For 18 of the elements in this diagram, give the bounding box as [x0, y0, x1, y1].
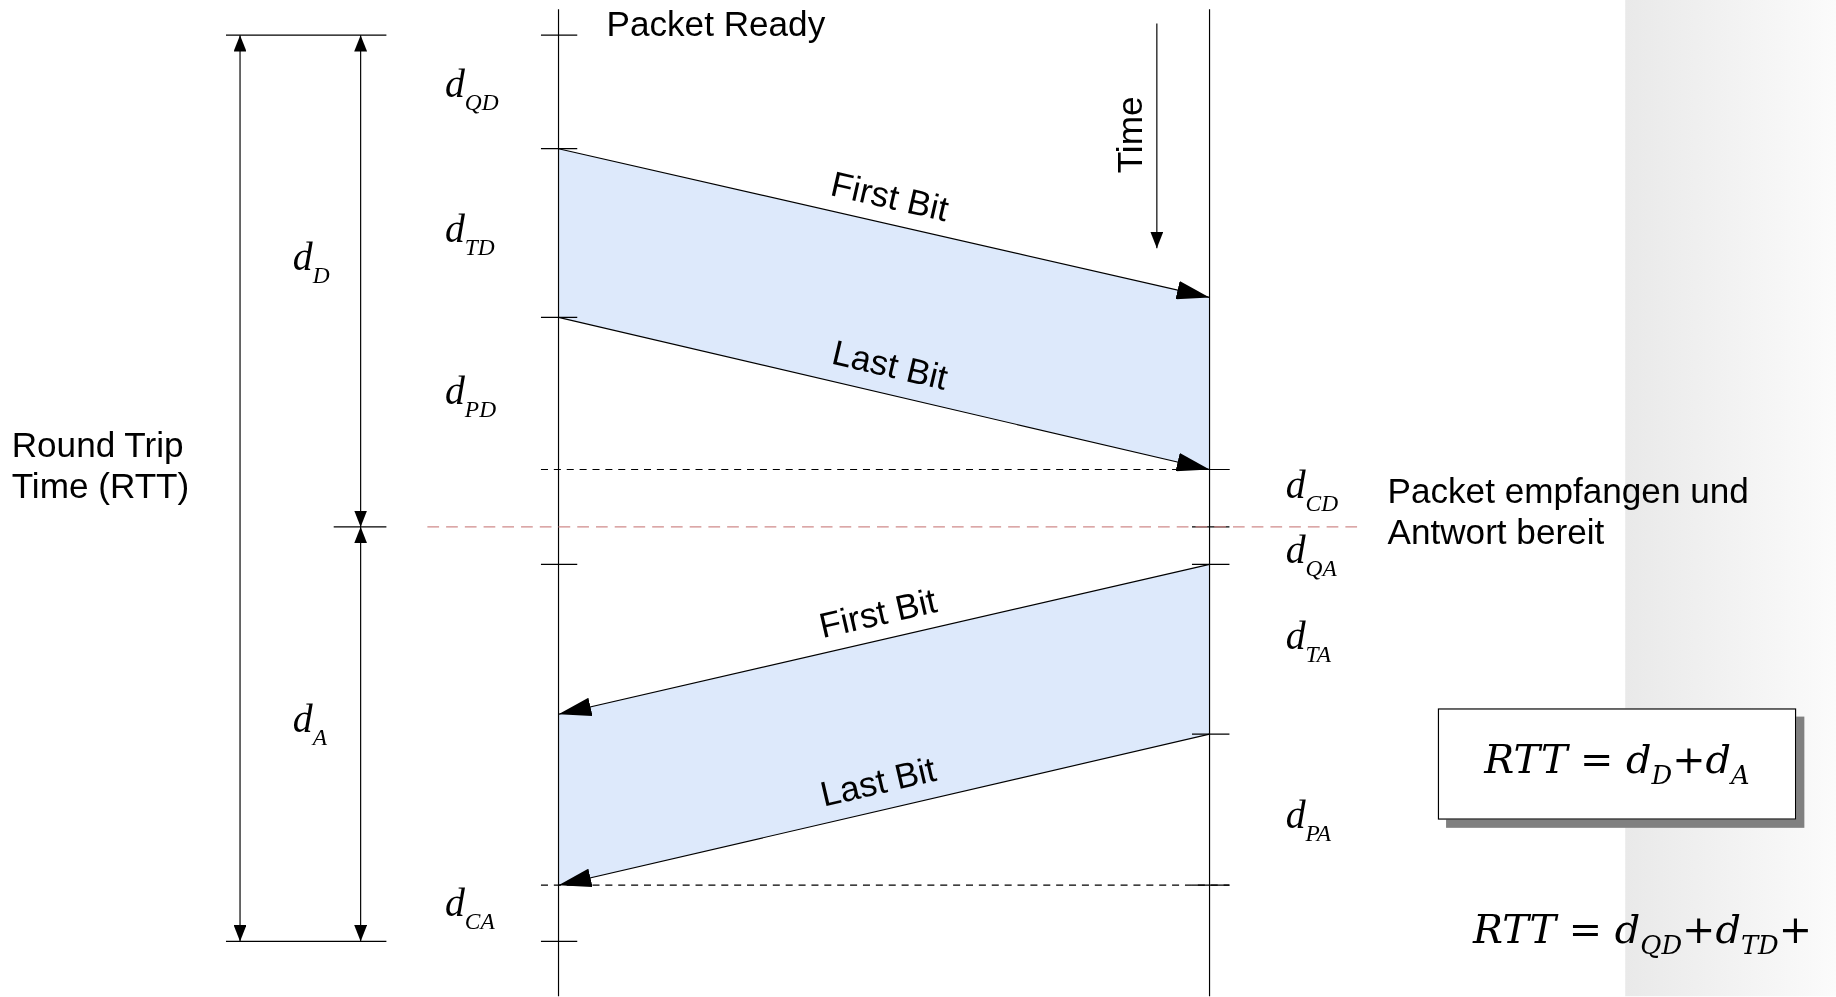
delay-label: d$_{CA}$	[444, 879, 495, 935]
axis-label: Time	[1110, 96, 1151, 173]
arrow-label: First Bit	[815, 580, 941, 647]
formula: RTT = d$_{QD}$+d$_{TD}$+	[1473, 906, 1813, 961]
delay-label: d$_{QD}$	[444, 61, 499, 116]
event-label: Packet empfangen und Antwort bereit	[1387, 471, 1750, 553]
delay-label: d$_{QA}$	[1285, 527, 1337, 582]
timeline-label: Packet Ready	[606, 4, 826, 46]
delay-label: d$_{PA}$	[1285, 791, 1332, 847]
arrow-label: First Bit	[827, 163, 953, 230]
delay-label: d$_{PD}$	[444, 367, 497, 423]
arrow-label: Last Bit	[828, 332, 952, 399]
delay-label: d$_{TA}$	[1285, 612, 1332, 668]
dimension-label: d$_{D}$	[292, 234, 330, 290]
delay-label: d$_{TD}$	[444, 206, 495, 262]
dimension-label: d$_{A}$	[292, 695, 327, 751]
arrow-label: Last Bit	[816, 748, 940, 815]
delay-label: d$_{CD}$	[1285, 461, 1339, 517]
